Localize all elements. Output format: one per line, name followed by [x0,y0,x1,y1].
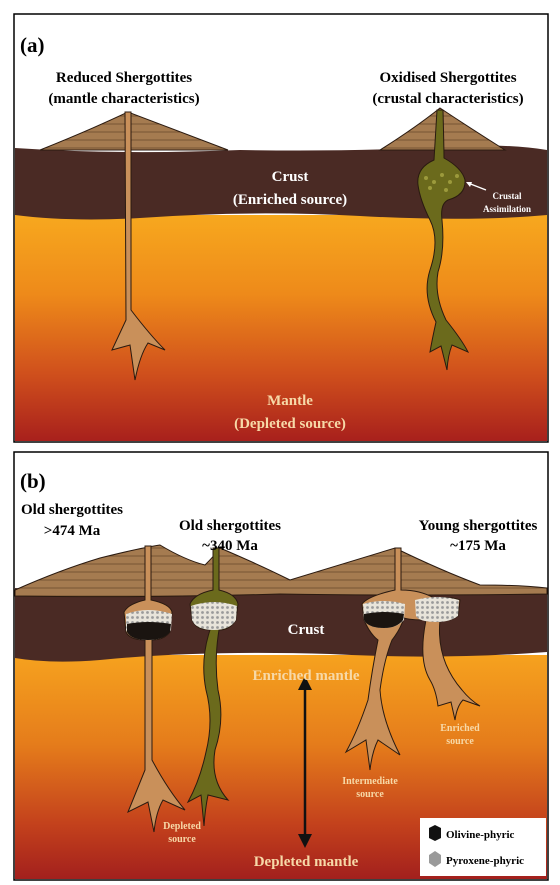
panel-b: (b) Old shergottites >474 Ma Old shergot… [14,452,548,880]
oxidised-title-2: (crustal characteristics) [372,91,523,107]
reduced-title-1: Reduced Shergottites [56,70,192,86]
panel-a: (a) Reduced Shergottites (mantle charact… [14,14,548,442]
depleted-source-1: Depleted [163,821,201,832]
enriched-source-2: source [446,736,474,747]
depleted-mantle-label: Depleted mantle [254,854,359,870]
legend: Olivine-phyric Pyroxene-phyric [420,818,546,876]
old2-title-1: Old shergottites [179,518,281,534]
chamber-young-upper [415,597,459,622]
olivine-legend-icon [429,825,441,841]
legend-pyroxene: Pyroxene-phyric [446,855,524,867]
crust-label-2: (Enriched source) [233,192,347,208]
old1-title-2: >474 Ma [44,523,101,539]
intermediate-source-2: source [356,789,384,800]
old2-title-2: ~340 Ma [202,538,258,554]
young-title-2: ~175 Ma [450,538,506,554]
enriched-mantle-label: Enriched mantle [252,668,359,684]
depleted-source-2: source [168,834,196,845]
mantle-label-2: (Depleted source) [234,416,346,432]
crust-label-1: Crust [272,169,309,185]
assimilation-label-2: Assimilation [483,204,531,214]
assimilation-label-1: Crustal [493,191,522,201]
panel-a-tag: (a) [20,33,45,57]
mantle-label-1: Mantle [267,393,313,409]
crust-layer-b [15,588,547,662]
panel-b-tag: (b) [20,469,46,493]
intermediate-source-1: Intermediate [342,776,398,787]
chamber-old-340 [191,602,237,630]
enriched-source-1: Enriched [440,723,480,734]
crust-label-b: Crust [288,622,325,638]
young-title-1: Young shergottites [419,518,538,534]
old1-title-1: Old shergottites [21,502,123,518]
legend-olivine: Olivine-phyric [446,829,515,841]
legend-box [420,818,546,876]
oxidised-title-1: Oxidised Shergottites [379,70,516,86]
reduced-title-2: (mantle characteristics) [48,91,199,107]
